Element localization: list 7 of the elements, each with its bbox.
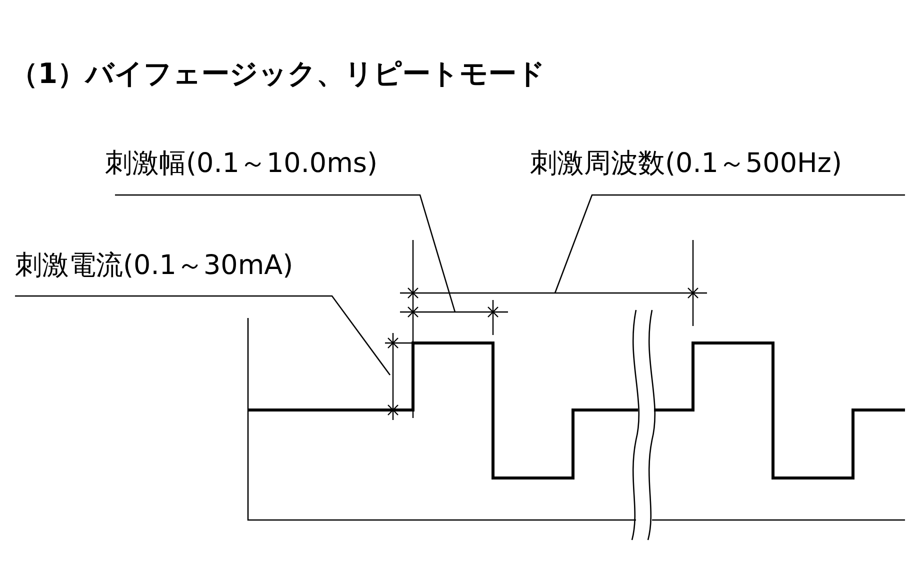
leader-line [554, 194, 905, 294]
leader-line [15, 295, 391, 376]
title: （1）バイフェージック、リピートモード [10, 60, 546, 88]
callout-label: 刺激電流(0.1～30mA) [15, 252, 294, 279]
leader-line [115, 194, 456, 312]
callout-label: 刺激幅(0.1～10.0ms) [105, 150, 378, 177]
callout-label: 刺激周波数(0.1～500Hz) [530, 150, 842, 177]
